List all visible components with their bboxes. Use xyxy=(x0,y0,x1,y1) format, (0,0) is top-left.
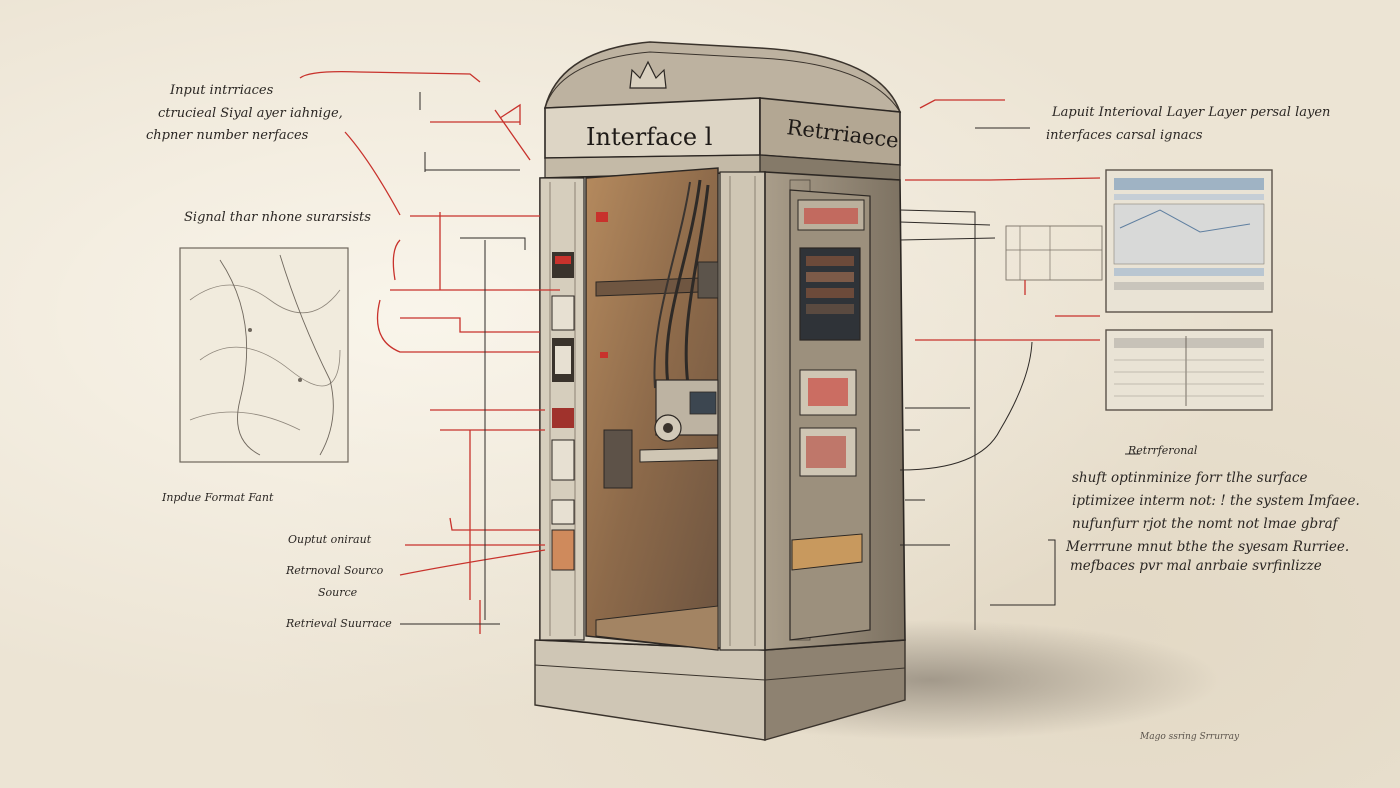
annotation-retrieval-source-1: Retrnoval Sourco xyxy=(286,564,384,577)
booth-sign-left: Interface l xyxy=(586,123,712,151)
booth-roof xyxy=(543,41,902,113)
callout-lines-ink xyxy=(400,92,1140,630)
annotation-right-line-3: nufunfurr rjot the nomt not lmae gbraf xyxy=(1072,516,1338,532)
annotation-top-right-2: interfaces carsal ignacs xyxy=(1046,128,1203,143)
annotation-format: Inpdue Format Fant xyxy=(162,491,274,504)
annotation-retrieval-surface: Retrieval Suurrace xyxy=(286,617,392,630)
screen-inset-bottom xyxy=(1105,329,1273,411)
annotation-top-left-3: chpner number nerfaces xyxy=(146,128,309,143)
crown-icon xyxy=(629,60,667,89)
wiring-inset xyxy=(1005,225,1103,281)
annotation-right-line-1: shuft optinminize forr tlhe surface xyxy=(1072,470,1308,486)
annotation-mid-left: Signal thar nhone surarsists xyxy=(184,210,371,225)
annotation-top-left-1: Input intrriaces xyxy=(170,83,274,98)
annotation-top-right-1: Lapuit Interioval Layer Layer persal lay… xyxy=(1052,105,1331,120)
screen-inset-top xyxy=(1105,169,1273,313)
annotation-right-line-2: iptimizee interm not: ! the system Imfae… xyxy=(1072,493,1360,509)
artist-signature: Mago ssring Srrurray xyxy=(1140,732,1240,742)
booth-pilaster-fixtures xyxy=(551,252,575,571)
booth-side xyxy=(764,171,906,651)
annotation-top-left-2: ctrucieal Siyal ayer iahnige, xyxy=(158,106,343,121)
annotation-retrieval-source-2: Source xyxy=(318,586,358,599)
annotation-right-line-4: Merrrune mnut bthe the syesam Rurriee. xyxy=(1066,539,1350,555)
annotation-right-heading: Retrrferonal xyxy=(1128,444,1198,457)
booth-front xyxy=(539,167,766,651)
callout-lines-red xyxy=(299,70,1101,634)
annotation-output: Ouptut oniraut xyxy=(288,533,372,546)
map-inset xyxy=(179,247,349,463)
annotation-right-line-5: mefbaces pvr mal anrbaie svrfinlizze xyxy=(1070,558,1322,574)
